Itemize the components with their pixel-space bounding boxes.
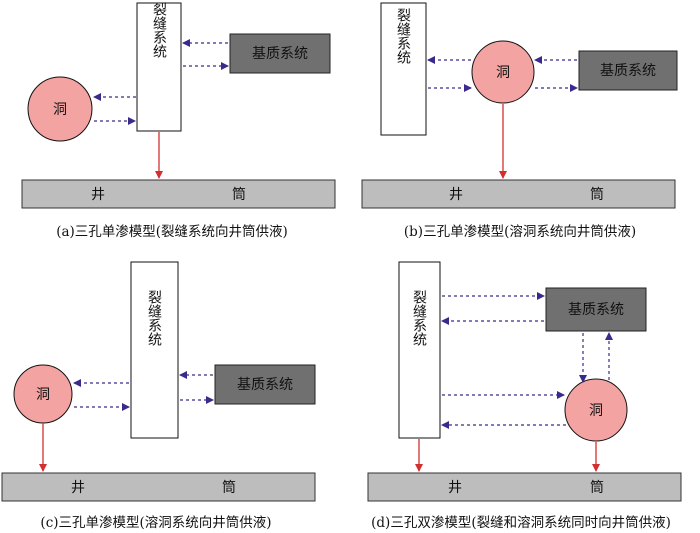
panel-a: 井 筒 裂缝系统 基质系统 洞 (a)三孔单渗模型(裂缝系统向井筒供液) (21, 2, 336, 240)
cave-b-label: 洞 (496, 65, 510, 81)
caption-b: (b)三孔单渗模型(溶洞系统向井筒供液) (404, 223, 636, 240)
wellbore-c (1, 472, 316, 502)
cave-c-label: 洞 (36, 387, 50, 403)
matrix-system-c-label: 基质系统 (237, 376, 293, 393)
fracture-system-b (380, 2, 427, 136)
fracture-system-c (130, 261, 179, 439)
wellbore-a-right-label: 筒 (232, 186, 246, 203)
fracture-system-c-label: 裂缝系统 (146, 290, 162, 347)
matrix-system-d (545, 287, 647, 332)
wellbore-b-left-label: 井 (449, 187, 463, 203)
caption-d: (d)三孔双渗模型(裂缝和溶洞系统同时向井筒供液) (371, 514, 671, 531)
wellbore-a-left-label: 井 (91, 187, 105, 203)
matrix-system-c (214, 364, 316, 405)
wellbore-d-right-label: 筒 (590, 479, 604, 496)
fracture-system-b-label: 裂缝系统 (395, 8, 411, 65)
panel-c: 井 筒 裂缝系统 基质系统 洞 (c)三孔单渗模型(溶洞系统向井筒供液) (1, 261, 316, 531)
fracture-system-a (136, 2, 182, 132)
panel-d: 井 筒 裂缝系统 基质系统 洞 (d)三孔双渗模型(裂缝和溶洞系统同时向井筒供液… (367, 261, 682, 531)
wellbore-c-left-label: 井 (71, 480, 85, 496)
caption-c: (c)三孔单渗模型(溶洞系统向井筒供液) (40, 514, 271, 531)
panel-b: 井 筒 裂缝系统 洞 基质系统 (b)三孔单渗模型(溶洞系统向井筒供液) (361, 2, 678, 240)
cave-d (564, 378, 628, 442)
wellbore-d-left-label: 井 (448, 480, 462, 496)
fracture-system-d (398, 261, 441, 439)
matrix-system-b (578, 50, 678, 91)
cave-a (27, 76, 93, 142)
wellbore-b (361, 179, 676, 209)
matrix-system-a-label: 基质系统 (252, 45, 308, 62)
cave-d-label: 洞 (589, 403, 603, 419)
cave-a-label: 洞 (53, 102, 67, 118)
caption-a: (a)三孔单渗模型(裂缝系统向井筒供液) (56, 223, 288, 240)
matrix-system-d-label: 基质系统 (568, 301, 624, 318)
wellbore-d (367, 472, 682, 502)
fracture-system-a-label: 裂缝系统 (151, 2, 167, 59)
matrix-system-b-label: 基质系统 (600, 62, 656, 79)
wellbore-a (21, 179, 336, 209)
wellbore-b-right-label: 筒 (590, 186, 604, 203)
wellbore-c-right-label: 筒 (222, 479, 236, 496)
matrix-system-a (229, 33, 331, 74)
cave-b (471, 40, 535, 104)
fracture-system-d-label: 裂缝系统 (411, 290, 427, 347)
